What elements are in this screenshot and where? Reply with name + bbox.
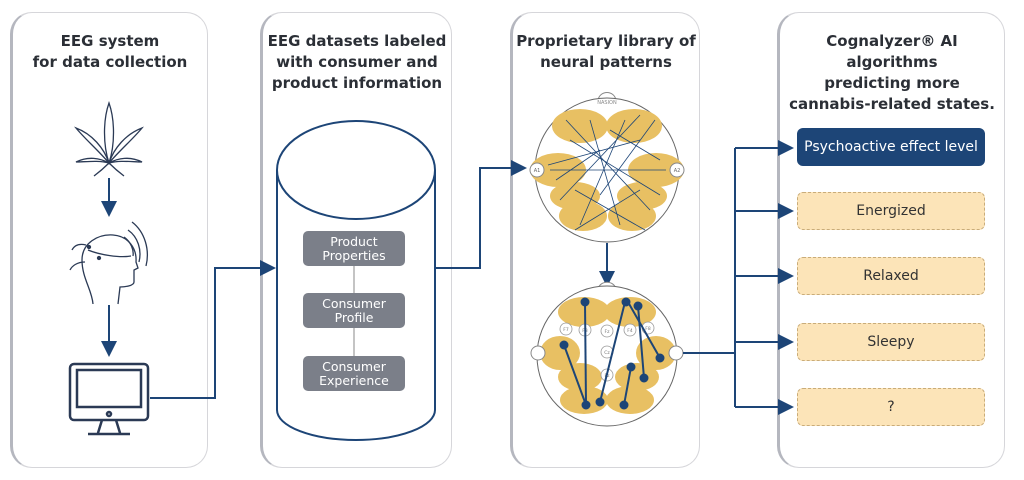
brain-label-a1: A1	[534, 168, 541, 174]
panel-eeg-system: EEG system for data collection	[10, 12, 208, 468]
output-relaxed: Relaxed	[797, 257, 985, 295]
arrow-datasets-to-library	[435, 160, 527, 269]
dataset-box-consumer-profile: Consumer Profile	[303, 293, 405, 328]
output-psychoactive-effect-level: Psychoactive effect level	[797, 128, 985, 166]
panel-title: EEG system for data collection	[32, 32, 188, 71]
brain-label-cz: Cz	[604, 350, 610, 356]
brain-map-all-patterns: NASION A1 A2	[529, 92, 685, 243]
brain-label-a2: A2	[674, 168, 681, 174]
database-cylinder	[276, 120, 436, 441]
brain-label-f8: F8	[645, 326, 651, 332]
computer-monitor-icon	[68, 362, 150, 436]
arrow-monitor-to-datasets	[150, 260, 276, 399]
brain-label-nasion: NASION	[597, 100, 617, 106]
panel-title: EEG datasets labeled with consumer and p…	[267, 32, 447, 92]
cannabis-leaf-icon	[74, 101, 144, 177]
output-unknown: ?	[797, 388, 985, 426]
dataset-box-consumer-experience: Consumer Experience	[303, 356, 405, 391]
eeg-head-icon	[69, 221, 148, 305]
dataset-box-product-properties: Product Properties	[303, 231, 405, 266]
brain-label-f7: F7	[563, 327, 569, 333]
output-energized: Energized	[797, 192, 985, 230]
panel-eeg-datasets: EEG datasets labeled with consumer and p…	[260, 12, 452, 468]
brain-label-fz: Fz	[605, 329, 611, 335]
output-sleepy: Sleepy	[797, 323, 985, 361]
panel-title: Proprietary library of neural patterns	[516, 32, 696, 71]
brain-label-f4: F4	[627, 328, 633, 334]
brain-map-selected-patterns: F7 F3 Fz F4 F8 Cz Pz	[530, 281, 684, 427]
output-connectors	[683, 140, 794, 415]
panel-title: Cognalyzer® AI algorithms predicting mor…	[789, 32, 995, 113]
